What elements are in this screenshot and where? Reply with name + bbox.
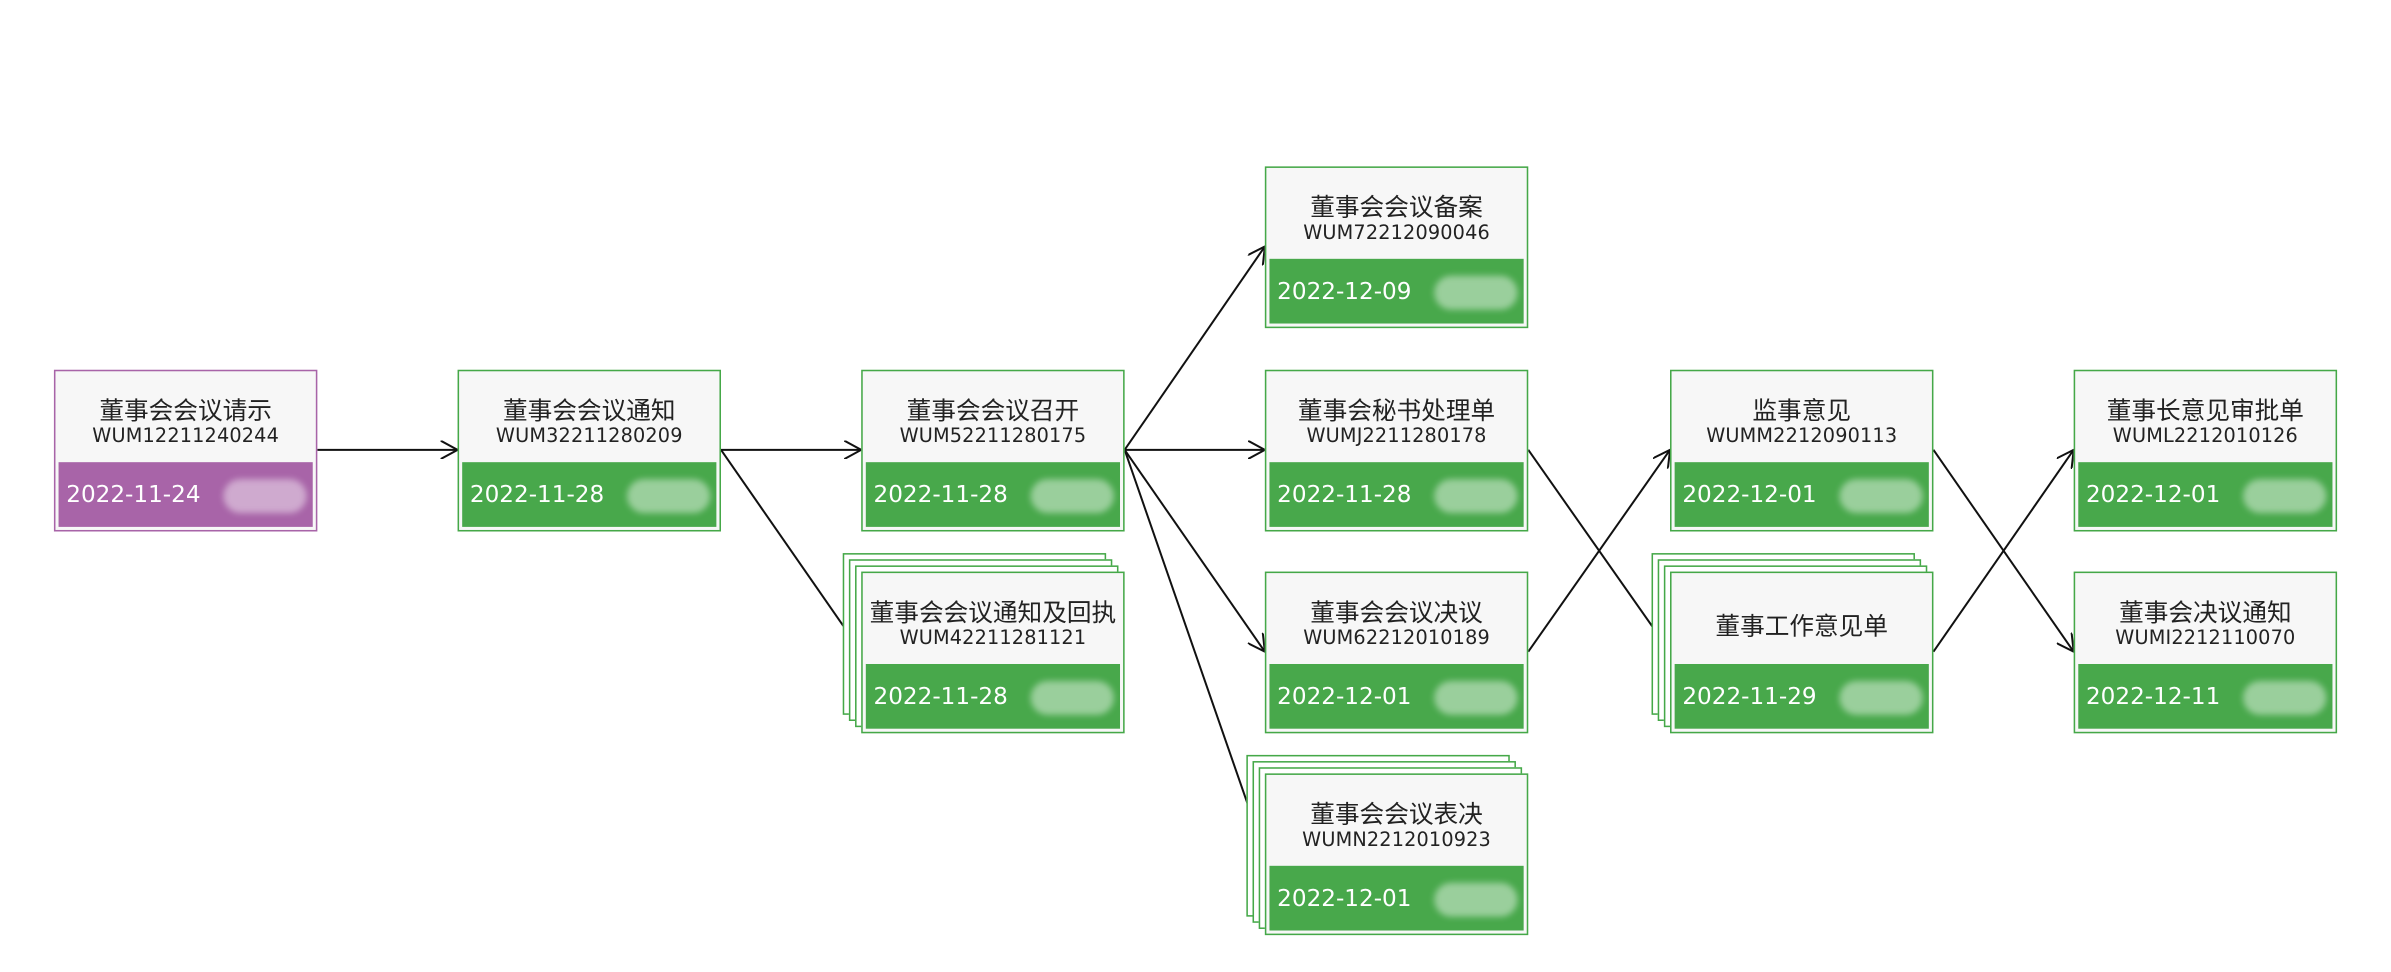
node-board-meeting-resolution[interactable]: 董事会会议决议 WUM62212010189 2022-12-01 bbox=[1264, 571, 1529, 734]
edge-arrow-n2-n4 bbox=[720, 449, 861, 652]
node-card: 董事会会议决议 WUM62212010189 2022-12-01 bbox=[1264, 571, 1529, 734]
node-footer: 2022-12-01 bbox=[1269, 865, 1524, 931]
node-supervisor-opinion[interactable]: 监事意见 WUMM2212090113 2022-12-01 bbox=[1670, 369, 1934, 532]
node-card: 董事工作意见单 2022-11-29 bbox=[1670, 571, 1934, 734]
node-date: 2022-12-01 bbox=[2085, 480, 2221, 509]
node-code: WUM12211240244 bbox=[92, 423, 279, 447]
redacted-name bbox=[1434, 680, 1518, 715]
node-footer: 2022-11-29 bbox=[1674, 663, 1929, 729]
node-date: 2022-12-09 bbox=[1277, 277, 1412, 306]
node-title: 董事长意见审批单 bbox=[2106, 395, 2304, 426]
redacted-name bbox=[1839, 680, 1923, 715]
edge-arrow-n3-n8 bbox=[1123, 449, 1265, 854]
node-board-secretary-form[interactable]: 董事会秘书处理单 WUMJ2211280178 2022-11-28 bbox=[1264, 369, 1529, 532]
redacted-name bbox=[1839, 479, 1923, 514]
node-date: 2022-11-28 bbox=[873, 480, 1008, 509]
node-title: 董事会会议决议 bbox=[1310, 597, 1483, 628]
node-card: 董事会决议通知 WUMI2212110070 2022-12-11 bbox=[2073, 571, 2338, 734]
node-code: WUMM2212090113 bbox=[1706, 423, 1898, 447]
node-footer: 2022-11-28 bbox=[865, 663, 1121, 729]
node-date: 2022-12-11 bbox=[2085, 682, 2221, 711]
node-title: 董事会会议备案 bbox=[1310, 192, 1483, 222]
node-code: WUM62212010189 bbox=[1303, 625, 1490, 649]
redacted-name bbox=[2243, 680, 2327, 715]
redacted-name bbox=[223, 479, 307, 514]
node-footer: 2022-11-28 bbox=[462, 462, 717, 527]
node-code: WUMJ2211280178 bbox=[1306, 423, 1487, 447]
node-board-meeting-notice[interactable]: 董事会会议通知 WUM32211280209 2022-11-28 bbox=[457, 369, 722, 532]
node-footer: 2022-12-01 bbox=[1674, 462, 1929, 527]
node-card: 董事会会议请示 WUM12211240244 2022-11-24 bbox=[53, 369, 318, 532]
node-card: 董事长意见审批单 WUML2212010126 2022-12-01 bbox=[2073, 369, 2338, 532]
node-code: WUM32211280209 bbox=[495, 423, 683, 447]
node-board-meeting-request[interactable]: 董事会会议请示 WUM12211240244 2022-11-24 bbox=[53, 369, 318, 532]
node-title: 董事会秘书处理单 bbox=[1297, 395, 1496, 426]
node-title: 董事工作意见单 bbox=[1715, 611, 1889, 641]
node-date: 2022-11-29 bbox=[1682, 682, 1817, 711]
node-code: WUM52211280175 bbox=[899, 423, 1087, 447]
node-board-meeting-vote[interactable]: 董事会会议表决 WUMN2212010923 2022-12-01 bbox=[1246, 754, 1529, 936]
node-date: 2022-11-28 bbox=[873, 682, 1008, 711]
node-card: 董事会秘书处理单 WUMJ2211280178 2022-11-28 bbox=[1264, 369, 1529, 532]
node-footer: 2022-12-01 bbox=[1269, 663, 1524, 729]
node-code: WUM72212090046 bbox=[1303, 220, 1490, 244]
node-footer: 2022-12-09 bbox=[1269, 258, 1524, 324]
edge-arrow-n7-n9 bbox=[1527, 450, 1670, 653]
redacted-name bbox=[2243, 479, 2327, 514]
edge-arrow-n9-n12 bbox=[1932, 449, 2073, 652]
node-title: 董事会决议通知 bbox=[2119, 597, 2292, 628]
node-date: 2022-11-28 bbox=[1277, 480, 1412, 509]
node-date: 2022-11-28 bbox=[469, 480, 605, 509]
node-footer: 2022-11-28 bbox=[865, 462, 1121, 527]
redacted-name bbox=[627, 479, 711, 514]
redacted-name bbox=[1030, 680, 1114, 715]
node-footer: 2022-11-28 bbox=[1269, 462, 1524, 527]
node-chairman-approval[interactable]: 董事长意见审批单 WUML2212010126 2022-12-01 bbox=[2073, 369, 2338, 532]
node-card: 董事会会议备案 WUM72212090046 2022-12-09 bbox=[1264, 166, 1529, 329]
node-director-work-opinion[interactable]: 董事工作意见单 2022-11-29 bbox=[1651, 553, 1934, 734]
node-date: 2022-12-01 bbox=[1277, 884, 1412, 913]
redacted-name bbox=[1434, 882, 1518, 917]
node-board-meeting-filing[interactable]: 董事会会议备案 WUM72212090046 2022-12-09 bbox=[1264, 166, 1529, 329]
redacted-name bbox=[1434, 479, 1518, 514]
node-code: WUML2212010126 bbox=[2112, 423, 2298, 447]
node-code: WUM42211281121 bbox=[899, 625, 1087, 649]
node-footer: 2022-11-24 bbox=[58, 462, 313, 527]
node-card: 监事意见 WUMM2212090113 2022-12-01 bbox=[1670, 369, 1934, 532]
redacted-name bbox=[1434, 275, 1518, 310]
node-title: 董事会会议召开 bbox=[906, 395, 1080, 426]
redacted-name bbox=[1030, 479, 1114, 514]
node-card: 董事会会议通知 WUM32211280209 2022-11-28 bbox=[457, 369, 722, 532]
node-date: 2022-11-24 bbox=[66, 480, 201, 509]
edge-arrow-n3-n5 bbox=[1123, 246, 1265, 451]
node-code: WUMN2212010923 bbox=[1302, 827, 1491, 851]
node-card: 董事会会议召开 WUM52211280175 2022-11-28 bbox=[861, 369, 1125, 532]
edge-arrow-n3-n7 bbox=[1123, 449, 1265, 652]
node-board-meeting-held[interactable]: 董事会会议召开 WUM52211280175 2022-11-28 bbox=[861, 369, 1125, 532]
node-date: 2022-12-01 bbox=[1682, 480, 1817, 509]
node-title: 董事会会议通知及回执 bbox=[869, 597, 1117, 628]
node-card: 董事会会议表决 WUMN2212010923 2022-12-01 bbox=[1264, 773, 1529, 936]
node-footer: 2022-12-01 bbox=[2078, 462, 2333, 527]
node-title: 董事会会议表决 bbox=[1310, 799, 1483, 829]
node-title: 董事会会议通知 bbox=[502, 395, 676, 426]
node-title: 监事意见 bbox=[1752, 395, 1852, 426]
node-footer: 2022-12-11 bbox=[2078, 663, 2333, 729]
node-title: 董事会会议请示 bbox=[99, 395, 272, 426]
node-board-resolution-notice[interactable]: 董事会决议通知 WUMI2212110070 2022-12-11 bbox=[2073, 571, 2338, 734]
node-code: WUMI2212110070 bbox=[2115, 625, 2296, 649]
node-date: 2022-12-01 bbox=[1277, 682, 1412, 711]
node-board-meeting-notice-receipt[interactable]: 董事会会议通知及回执 WUM42211281121 2022-11-28 bbox=[842, 553, 1125, 734]
node-card: 董事会会议通知及回执 WUM42211281121 2022-11-28 bbox=[861, 571, 1125, 734]
